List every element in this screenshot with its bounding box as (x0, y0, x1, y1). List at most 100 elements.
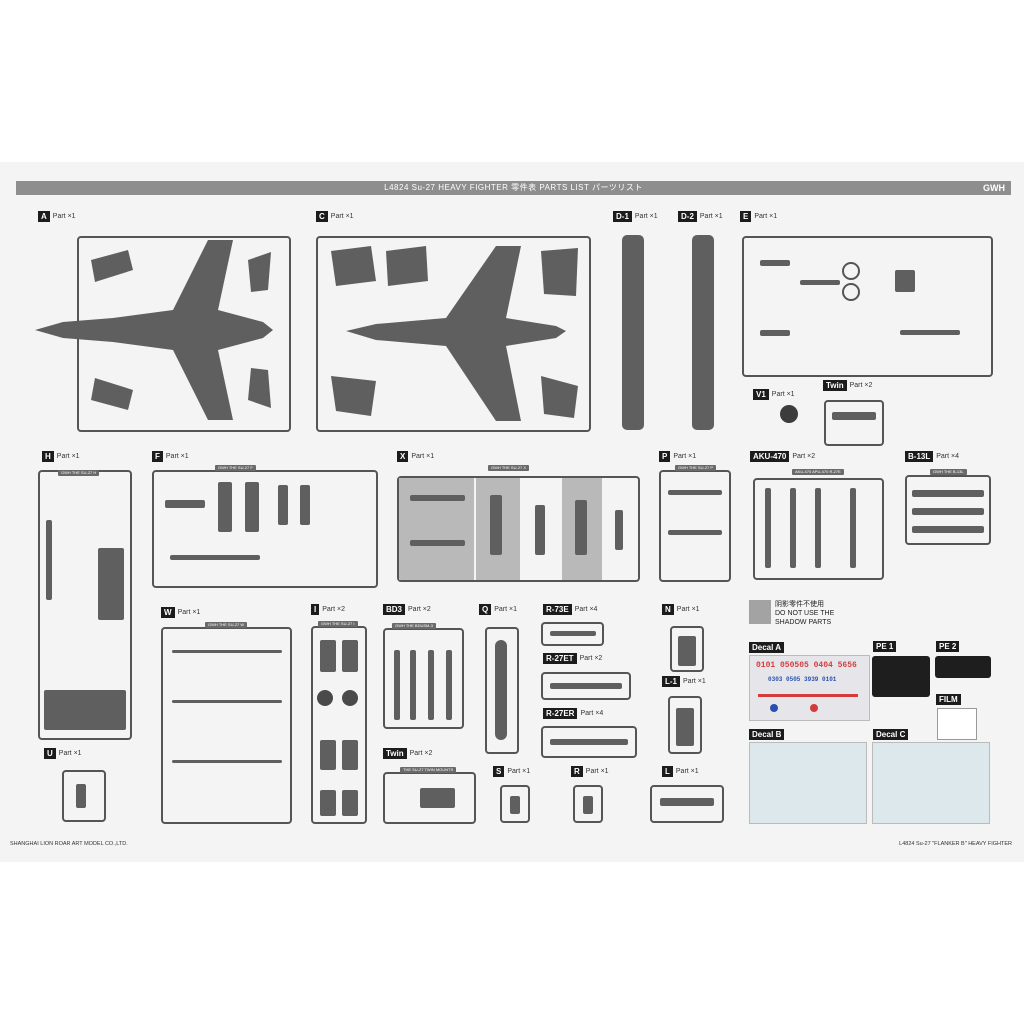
sprue-frame-Q (485, 627, 519, 754)
sprue-qty: Part ×1 (507, 768, 531, 775)
pylon-part (394, 650, 400, 720)
small-part (490, 495, 502, 555)
film-label: FILM (936, 694, 961, 705)
sprue-label-I: I Part ×2 (311, 604, 345, 615)
brand-logo: GWH (983, 183, 1005, 193)
small-part (895, 270, 915, 292)
wheel-part (842, 283, 860, 301)
sprue-frame-B13L (905, 475, 991, 545)
sprue-frame-I (311, 626, 367, 824)
sprue-qty: Part ×1 (494, 606, 517, 613)
sprue-frame-L (650, 785, 724, 823)
small-part (320, 740, 336, 770)
shadow-note-line2: SHADOW PARTS (775, 619, 832, 626)
sprue-qty: Part ×1 (634, 213, 658, 220)
decal-c-label: Decal C (873, 729, 909, 740)
sprue-label-AKU: AKU-470 Part ×2 (750, 451, 815, 462)
launcher-part (790, 488, 796, 568)
sprue-label-A: A Part ×1 (38, 211, 76, 222)
decal-a-numbers-2: 0303 0505 3939 0101 (768, 676, 837, 683)
sprue-qty: Part ×1 (754, 213, 778, 220)
sprue-code: V1 (753, 389, 769, 400)
sprue-qty: Part ×1 (771, 391, 795, 398)
small-part (535, 505, 545, 555)
sprue-label-R73E: R-73E Part ×4 (543, 604, 597, 615)
sprue-qty: Part ×2 (322, 606, 345, 613)
pe2-label: PE 2 (936, 641, 960, 652)
small-part (320, 640, 336, 672)
pe1-label: PE 1 (873, 641, 897, 652)
strip-part (46, 520, 52, 600)
sprue-label-H: H Part ×1 (42, 451, 80, 462)
sprue-qty: Part ×2 (792, 453, 816, 460)
sprue-qty: Part ×1 (699, 213, 723, 220)
small-part (900, 330, 960, 335)
sprue-label-R27ER: R-27ER Part ×4 (543, 708, 603, 719)
sprue-frame-L1 (668, 696, 702, 754)
sprue-tag: GWH THE SU-27 F (215, 465, 256, 471)
sprue-qty: Part ×1 (52, 213, 76, 220)
twin-mount-part (420, 788, 455, 808)
shadow-legend-swatch (749, 600, 771, 624)
sprue-qty: Part ×1 (673, 453, 697, 460)
header-title: L4824 Su-27 HEAVY FIGHTER 零件表 PARTS LIST… (384, 183, 643, 192)
clear-film-sheet (937, 708, 977, 740)
sprue-frame-Twin2 (383, 772, 476, 824)
pylon-part (446, 650, 452, 720)
sprue-code: U (44, 748, 56, 759)
sprue-label-V1: V1 Part ×1 (753, 389, 795, 400)
strip-part (172, 760, 282, 763)
fuel-tank-part (495, 640, 507, 740)
sprue-frame-P (659, 470, 731, 582)
small-part (342, 640, 358, 672)
rocket-pod-part (912, 490, 984, 497)
sprue-label-B13L: B-13L Part ×4 (905, 451, 959, 462)
sprue-label-X: X Part ×1 (397, 451, 434, 462)
rocket-pod-part (912, 526, 984, 533)
sprue-tag: GWH THE SU-27 H (58, 470, 100, 476)
small-part (165, 500, 205, 508)
sprue-code: R-27ET (543, 653, 577, 664)
sprue-code: P (659, 451, 671, 462)
fuselage-upper-part (35, 240, 273, 420)
wheel-part (342, 690, 358, 706)
sprue-qty: Part ×1 (683, 678, 706, 685)
photo-etch-fret-2 (935, 656, 991, 678)
decal-insignia (770, 704, 778, 712)
sprue-code: B-13L (905, 451, 934, 462)
sprue-tag: GWH THE SU-27 X (488, 465, 530, 471)
sprue-code: D-2 (678, 211, 697, 222)
sprue-code: Twin (823, 380, 847, 391)
small-part (615, 510, 623, 550)
sprue-code: H (42, 451, 54, 462)
sprue-qty: Part ×1 (58, 750, 82, 757)
footer-company: SHANGHAI LION ROAR ART MODEL CO.,LTD. (10, 841, 128, 847)
decal-stripe (758, 694, 858, 697)
sprue-qty: Part ×2 (579, 655, 603, 662)
sprue-label-Twin2: Twin Part ×2 (383, 748, 432, 759)
sprue-tag: GWH THE SU-27 I (318, 621, 358, 627)
header-bar: L4824 Su-27 HEAVY FIGHTER 零件表 PARTS LIST… (16, 181, 1011, 195)
sprue-frame-R73E (541, 622, 604, 646)
sprue-tag: GWH THE SU-27 W (205, 622, 248, 628)
sprue-code: A (38, 211, 50, 222)
sprue-code: R (571, 766, 583, 777)
wheel-part (842, 262, 860, 280)
missile-part (550, 631, 596, 636)
small-part (245, 482, 259, 532)
sprue-frame-C (316, 236, 591, 432)
sprue-frame-S (500, 785, 530, 823)
sprue-frame-W (161, 627, 292, 824)
sprue-frame-Twin1 (824, 400, 884, 446)
sprue-qty: Part ×1 (177, 609, 201, 616)
sprue-label-L1: L-1 Part ×1 (662, 676, 706, 687)
decal-b-label: Decal B (749, 729, 785, 740)
sprue-label-U: U Part ×1 (44, 748, 82, 759)
sprue-frame-AKU (753, 478, 884, 580)
sprue-code: L (662, 766, 673, 777)
sprue-frame-X (397, 476, 640, 582)
small-part (342, 740, 358, 770)
pylon-part (428, 650, 434, 720)
sprue-label-L: L Part ×1 (662, 766, 699, 777)
sprue-frame-R (573, 785, 603, 823)
